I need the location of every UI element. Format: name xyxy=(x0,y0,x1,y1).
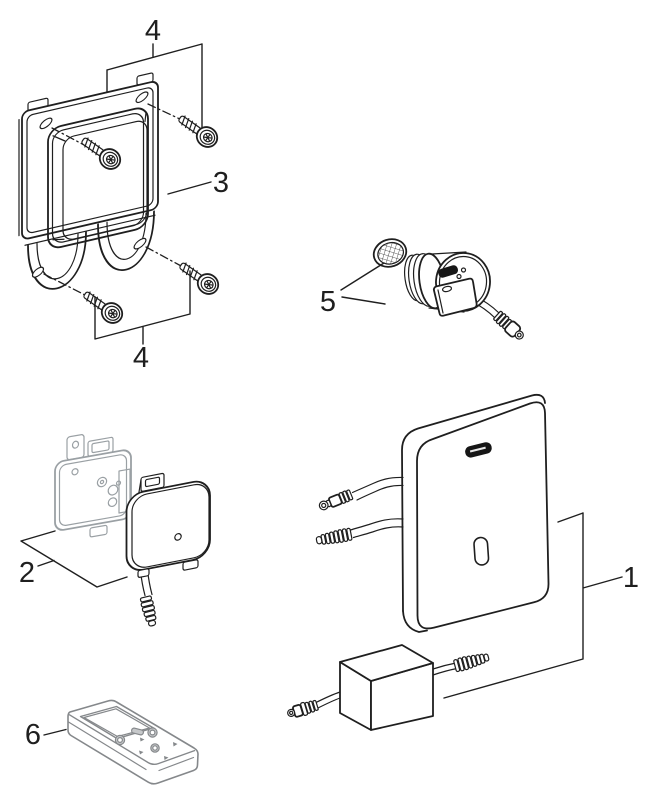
electronics-module-drawing: 2 xyxy=(19,434,211,627)
callout-label-screws-bottom: 4 xyxy=(133,342,149,374)
callout-plate: 1 xyxy=(443,512,639,699)
valve-cable xyxy=(470,294,524,340)
callout-remote: 6 xyxy=(25,719,67,751)
remote-arrow-icon xyxy=(140,737,145,742)
callout-frame: 3 xyxy=(167,167,229,199)
remote-arrow-icon xyxy=(164,756,169,760)
callout-screws-top: 4 xyxy=(106,15,203,148)
screw-bottom-right xyxy=(174,256,224,299)
plate-cables xyxy=(315,476,404,545)
screw-top-right xyxy=(173,109,223,152)
electronics-cover xyxy=(125,472,211,578)
flush-mount-back-box xyxy=(54,434,132,538)
sensor-plate-drawing: 1 xyxy=(287,393,639,731)
module-cable-corrugation xyxy=(139,595,157,627)
transformer-cable-right xyxy=(453,653,490,673)
transformer-cable-left xyxy=(287,699,319,718)
callout-label-frame: 3 xyxy=(213,167,229,199)
callout-screws-bottom: 4 xyxy=(94,270,191,374)
transformer-drawing xyxy=(287,644,490,731)
remote-pill-button xyxy=(131,727,144,736)
callout-electronics: 2 xyxy=(19,530,128,589)
plate-cable-corrugation xyxy=(315,527,353,545)
solenoid-valve-drawing: 5 xyxy=(320,238,524,340)
callout-valve: 5 xyxy=(320,262,386,318)
callout-label-screws-top: 4 xyxy=(145,15,161,47)
mounting-frame-drawing xyxy=(18,72,159,290)
callout-label-electronics: 2 xyxy=(19,557,35,589)
callout-label-remote: 6 xyxy=(25,719,41,751)
callout-label-plate: 1 xyxy=(623,562,639,594)
module-cable xyxy=(139,569,157,627)
remote-arrow-icon xyxy=(173,742,178,747)
plate-plug-connector xyxy=(318,489,354,511)
screw-guide-dashes xyxy=(43,103,185,297)
plate-face xyxy=(401,393,550,633)
valve-body xyxy=(403,251,491,317)
brand-logo xyxy=(465,442,492,458)
screw-bottom-left xyxy=(78,285,128,328)
remote-arrow-icon xyxy=(139,750,144,755)
remote-buttons xyxy=(114,727,178,760)
filter-screen xyxy=(372,238,408,268)
remote-control-drawing xyxy=(67,699,199,785)
valve-plug-connector xyxy=(493,310,524,340)
infrared-sensor-window xyxy=(473,536,490,566)
callout-label-valve: 5 xyxy=(320,286,336,318)
